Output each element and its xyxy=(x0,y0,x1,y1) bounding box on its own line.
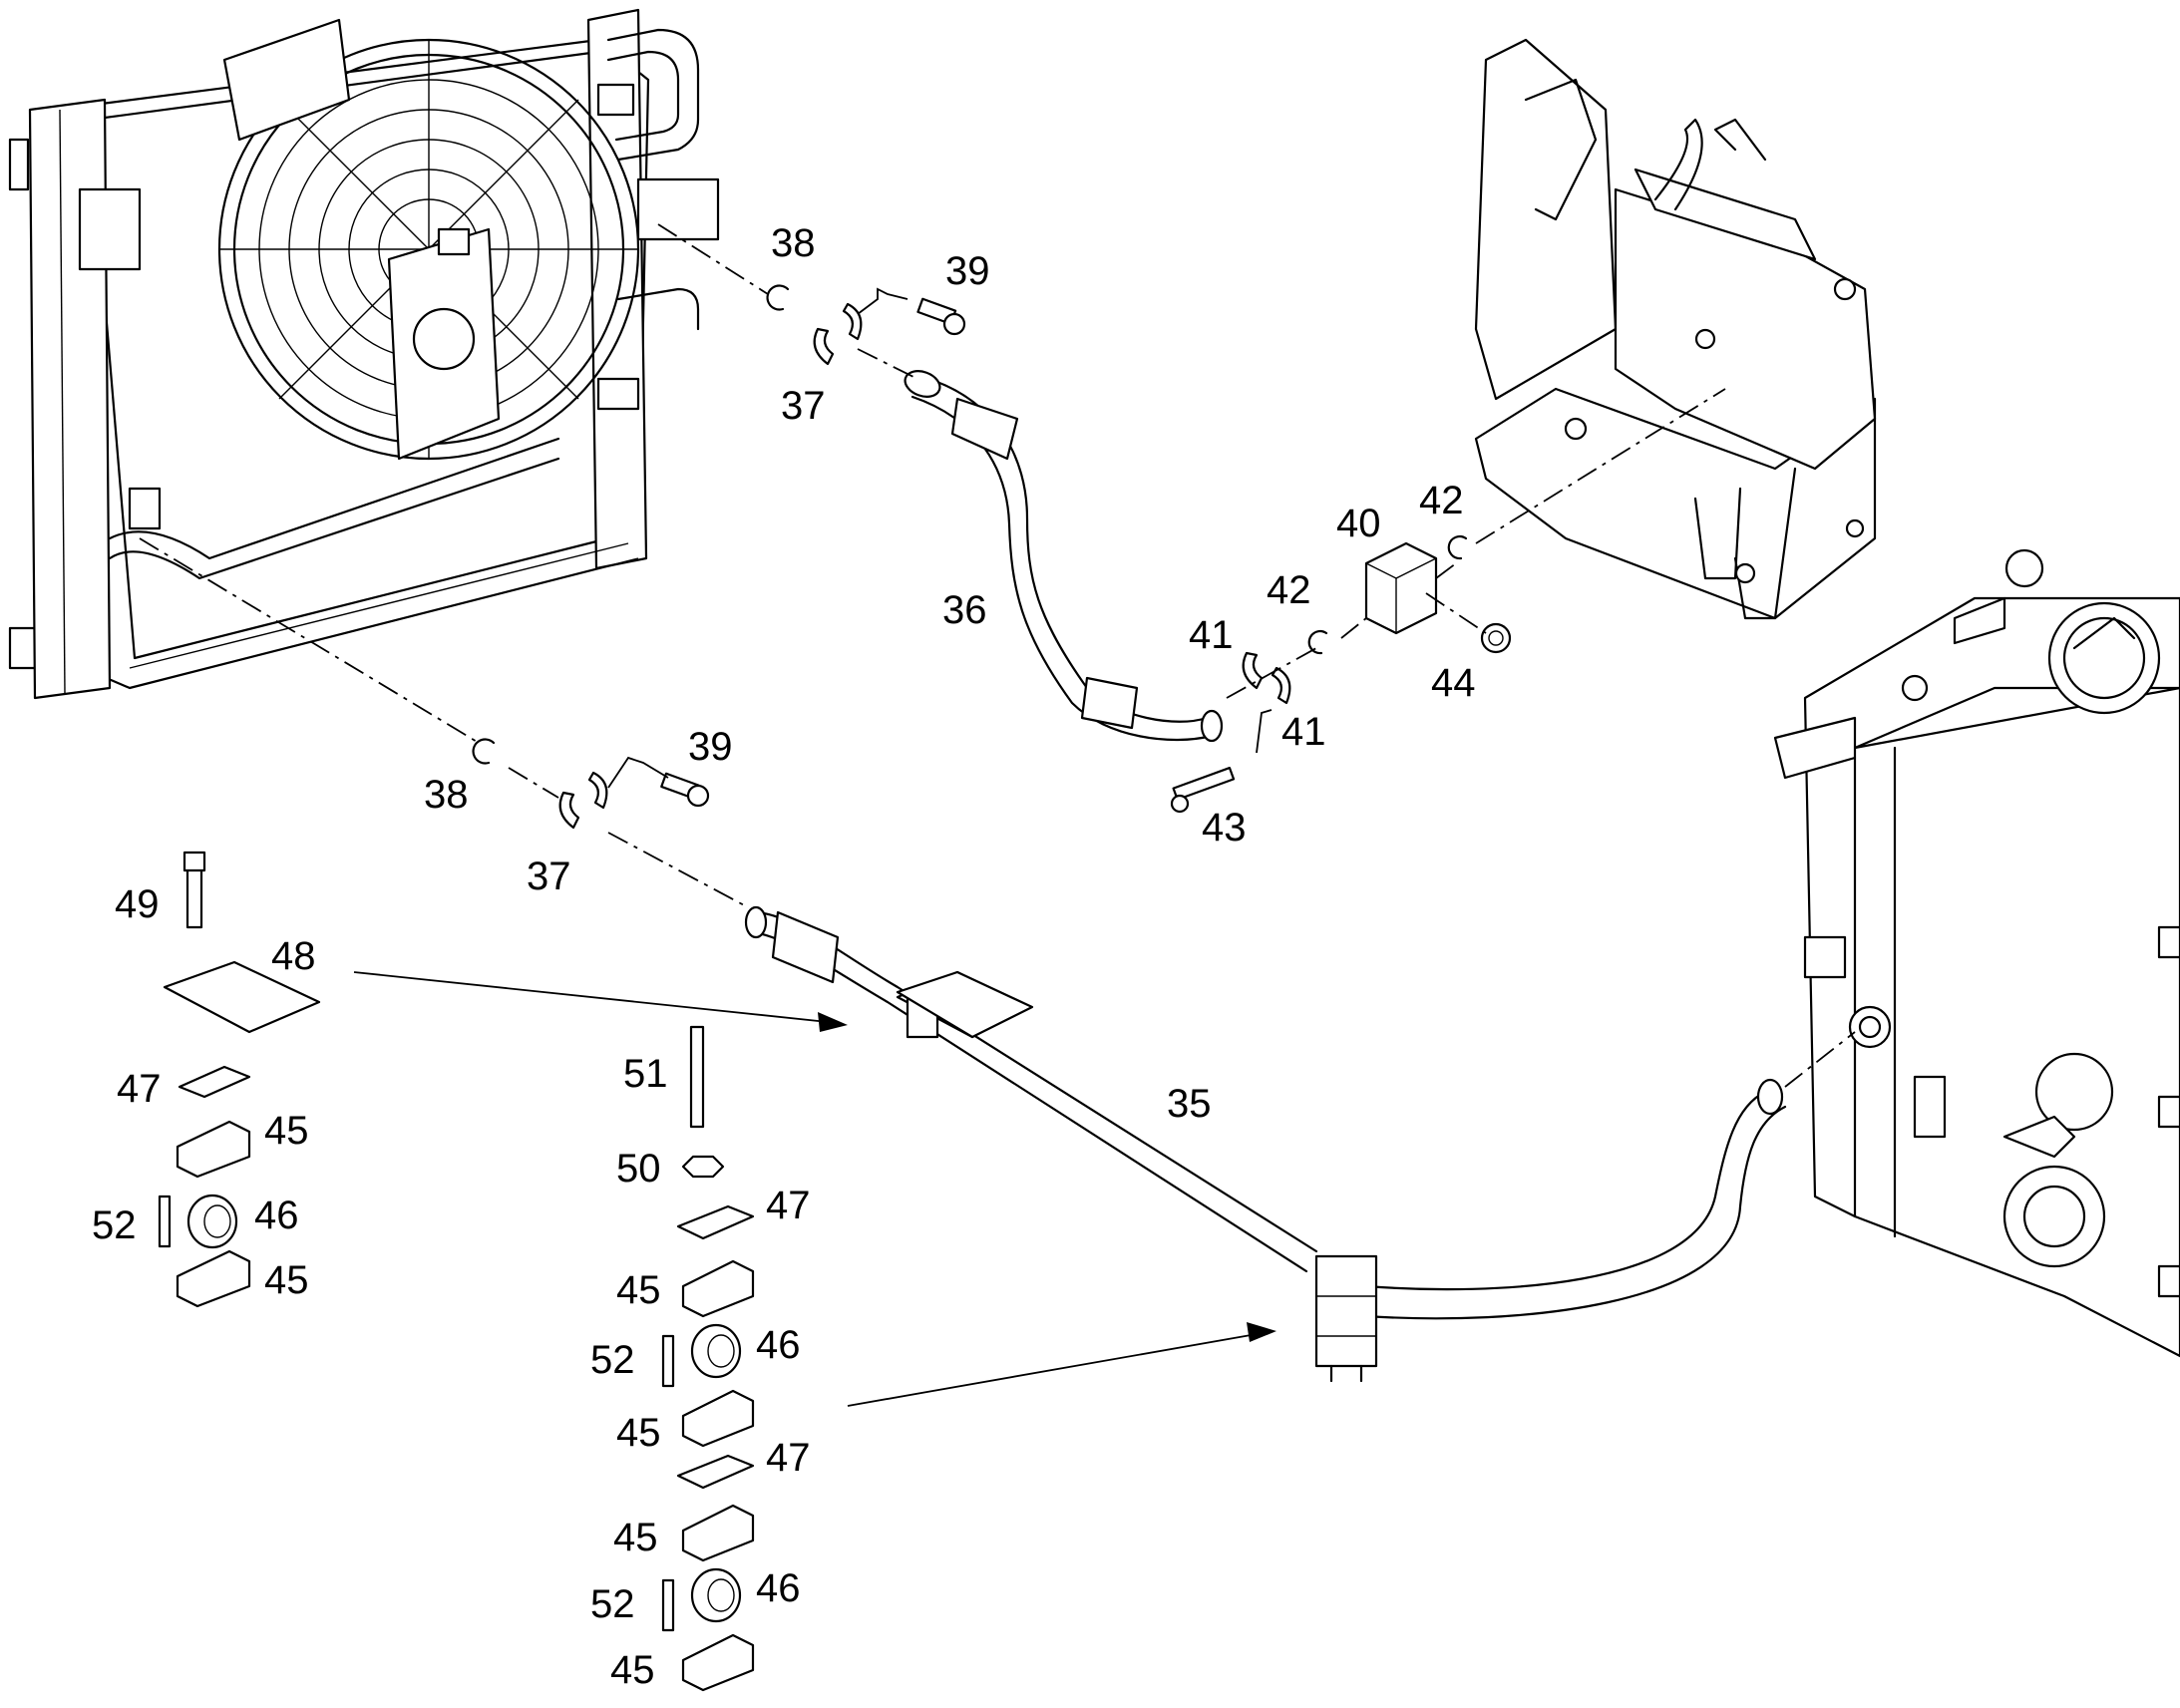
radiator-fan-assembly xyxy=(8,8,720,700)
callout-43: 43 xyxy=(1202,806,1247,850)
arrowhead-icon xyxy=(818,1012,848,1032)
callout-48: 48 xyxy=(271,934,316,978)
control-valve-assembly xyxy=(1474,38,1877,620)
callout-37: 37 xyxy=(781,384,826,428)
callout-35: 35 xyxy=(1167,1082,1212,1126)
callout-50: 50 xyxy=(616,1147,661,1191)
callout-45: 45 xyxy=(264,1109,309,1153)
callout-47: 47 xyxy=(117,1067,162,1111)
tube-hose-35 xyxy=(744,905,1787,1383)
callout-52: 52 xyxy=(590,1582,635,1626)
callout-36: 36 xyxy=(942,588,987,632)
callout-47: 47 xyxy=(766,1184,811,1227)
callout-41: 41 xyxy=(1281,710,1326,754)
callout-40: 40 xyxy=(1336,502,1381,545)
callout-45: 45 xyxy=(616,1411,661,1455)
assembly-centerlines xyxy=(139,223,1856,1088)
callout-46: 46 xyxy=(254,1194,299,1237)
callout-39: 39 xyxy=(945,249,990,293)
callout-47: 47 xyxy=(766,1436,811,1480)
callout-39: 39 xyxy=(688,725,733,769)
small-parts xyxy=(158,284,1512,1692)
callout-45: 45 xyxy=(616,1268,661,1312)
hydraulic-tank-assembly xyxy=(1773,548,2180,1358)
callout-38: 38 xyxy=(771,221,816,265)
callout-44: 44 xyxy=(1431,661,1476,705)
callout-41: 41 xyxy=(1189,613,1234,657)
callout-45: 45 xyxy=(610,1648,655,1692)
callout-46: 46 xyxy=(756,1323,801,1367)
callout-52: 52 xyxy=(92,1203,137,1247)
callout-52: 52 xyxy=(590,1338,635,1382)
callout-labels: 35 36 37 37 38 38 39 39 40 41 41 42 42 4… xyxy=(92,221,1476,1692)
callout-46: 46 xyxy=(756,1566,801,1610)
arrowhead-icon xyxy=(1247,1322,1276,1342)
callout-42: 42 xyxy=(1419,479,1464,522)
callout-45: 45 xyxy=(613,1516,658,1559)
leader-arrows xyxy=(353,971,1276,1407)
callout-49: 49 xyxy=(115,882,160,926)
callout-37: 37 xyxy=(527,854,571,898)
hose-36 xyxy=(904,370,1224,743)
callout-45: 45 xyxy=(264,1258,309,1302)
callout-38: 38 xyxy=(424,773,469,817)
callout-51: 51 xyxy=(623,1052,668,1096)
callout-42: 42 xyxy=(1267,568,1311,612)
